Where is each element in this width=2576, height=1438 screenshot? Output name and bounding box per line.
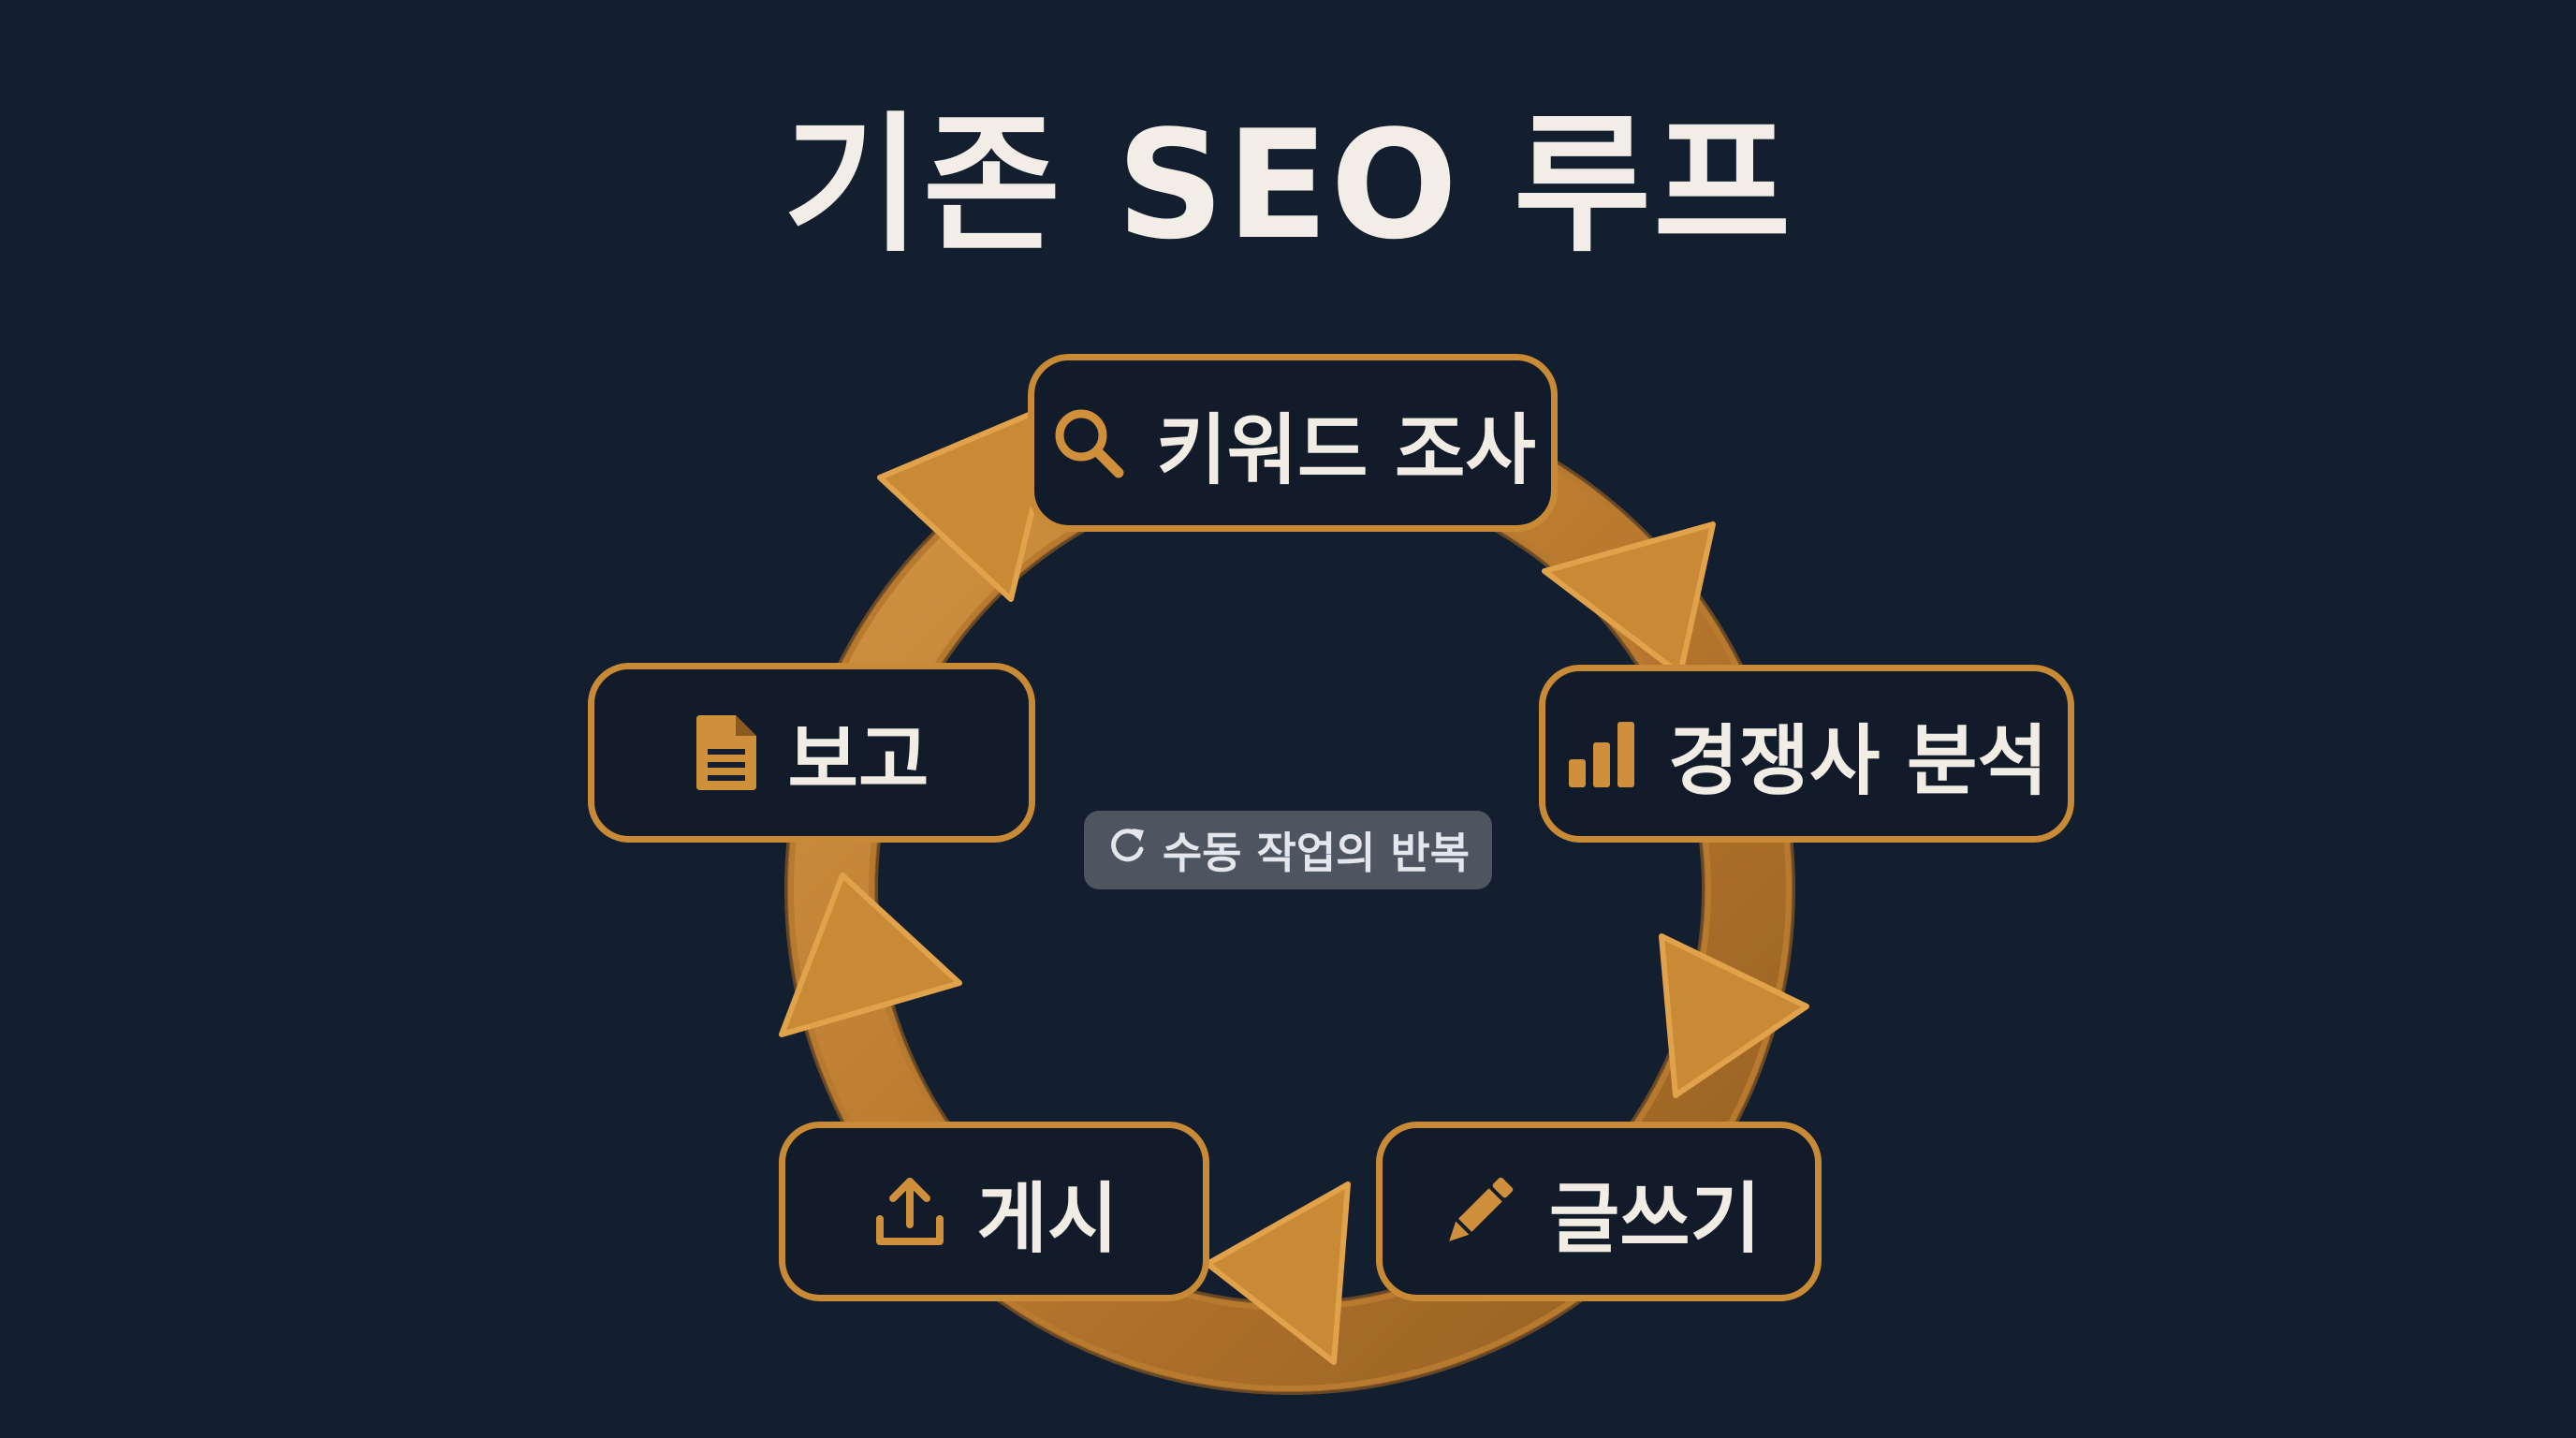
arrow-head-keyword-to-competitor <box>1542 521 1716 677</box>
upload-icon <box>871 1172 949 1251</box>
node-publish-label: 게시 <box>976 1174 1119 1264</box>
diagram-title: 기존 SEO 루프 <box>783 97 1793 272</box>
arrow-head-competitor-to-writing <box>1659 933 1809 1098</box>
pencil-icon <box>1437 1169 1521 1254</box>
refresh-icon <box>1106 825 1148 876</box>
arrow-head-writing-to-publish <box>1205 1181 1351 1365</box>
node-report-label: 보고 <box>787 715 929 805</box>
node-keyword-research: 키워드 조사 <box>1028 354 1558 532</box>
center-badge: 수동 작업의 반복 <box>1084 811 1492 889</box>
node-publish: 게시 <box>779 1122 1209 1301</box>
document-icon <box>695 713 760 792</box>
node-keyword-label: 키워드 조사 <box>1156 405 1536 495</box>
search-icon <box>1049 404 1128 482</box>
node-writing-label: 글쓰기 <box>1548 1174 1762 1264</box>
center-label: 수동 작업의 반복 <box>1162 828 1471 878</box>
bar-chart-icon <box>1565 716 1640 791</box>
node-writing: 글쓰기 <box>1376 1122 1822 1301</box>
node-competitor-label: 경쟁사 분석 <box>1668 716 2048 806</box>
node-competitor-analysis: 경쟁사 분석 <box>1539 665 2074 843</box>
arrow-head-publish-to-report <box>779 873 962 1037</box>
node-report: 보고 <box>588 663 1035 843</box>
